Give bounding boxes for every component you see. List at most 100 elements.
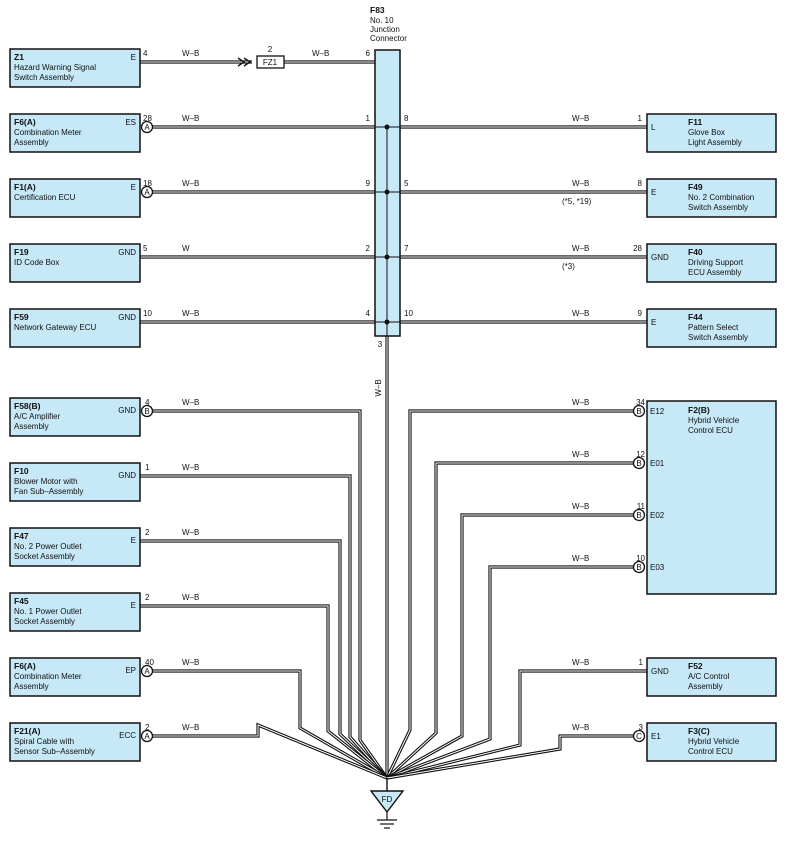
left-top-4-id: F59 [14,312,29,322]
right-top-2-terminal: GND [651,253,669,262]
left-top-2-name-line1: Certification ECU [14,193,76,202]
left-bottom-1 [9,462,141,502]
hybrid-ecu-f2b-term-0-terminal: E12 [650,407,665,416]
left-top-2-terminal: E [131,183,136,192]
left-top-4 [9,308,141,348]
right-bottom-1-name-line1: Hybrid Vehicle [688,737,740,746]
left-bottom-3-name-line1: No. 1 Power Outlet [14,607,82,616]
right-bottom-1-name-line2: Control ECU [688,747,733,756]
left-top-3-junction-pin: 2 [366,244,371,253]
junction-bottom-wire-color: W–B [374,379,383,396]
left-bottom-0-name-line1: A/C Amplifier [14,412,61,421]
left-top-3-pin: 5 [143,244,148,253]
right-top-1-id: F49 [688,182,703,192]
left-bottom-5-connector-icon [140,729,154,743]
hybrid-ecu-f2b-box [646,400,777,595]
right-bottom-0-pin: 1 [639,658,644,667]
right-top-2-splice-dot [384,254,390,260]
right-bottom-1-id: F3(C) [688,726,710,736]
left-bottom-1-terminal: GND [118,471,136,480]
left-bottom-2-name-line1: No. 2 Power Outlet [14,542,82,551]
hybrid-ecu-f2b-term-1-connector-icon [632,456,646,470]
left-top-1-junction-pin: 1 [366,114,371,123]
hybrid-ecu-f2b-term-2-wire [386,513,633,780]
right-top-1-terminal: E [651,188,656,197]
left-top-4-pin: 10 [143,309,152,318]
hybrid-ecu-f2b-term-2-connector-icon [632,508,646,522]
right-bottom-0-terminal: GND [651,667,669,676]
left-bottom-0-connector-icon [140,404,154,418]
left-bottom-4-name-line2: Assembly [14,682,49,691]
left-top-2 [9,178,141,218]
left-top-2-pin: 18 [143,179,152,188]
left-bottom-1-pin: 1 [145,463,150,472]
hybrid-ecu-f2b-term-2-pin: 11 [637,502,646,511]
hybrid-ecu-f2b-term-0-pin: 34 [636,398,645,407]
ground-label: FD [382,795,393,804]
hybrid-ecu-f2b-term-3-connector-letter: B [636,563,641,572]
hybrid-ecu-f2b-term-3-wire-color: W–B [572,554,589,563]
right-top-3-pin: 9 [638,309,643,318]
left-bottom-3-wire-color: W–B [182,593,199,602]
hybrid-ecu-f2b-term-2-connector-letter: B [636,511,641,520]
left-top-2-id: F1(A) [14,182,36,192]
left-bottom-5-connector-letter: A [144,732,150,741]
right-bottom-1-connector-letter: C [636,732,642,741]
left-bottom-3-pin: 2 [145,593,150,602]
left-bottom-1-name-line1: Blower Motor with [14,477,78,486]
junction-id: F83 [370,5,385,15]
right-top-1-wire-color: W–B [572,179,589,188]
right-top-3-junction-pin: 10 [404,309,413,318]
left-bottom-4-wire-core [153,670,388,779]
fuse-box [256,55,285,69]
left-bottom-3-name-line2: Socket Assembly [14,617,75,626]
junction-bottom-pin: 3 [378,340,383,349]
left-top-2-wire-color: W–B [182,179,199,188]
left-top-0-terminal: E [131,53,136,62]
left-bottom-0-wire-color: W–B [182,398,199,407]
right-top-3-name-line2: Switch Assembly [688,333,748,342]
left-top-3-wire-color: W [182,244,190,253]
left-top-1-pin: 28 [143,114,152,123]
left-bottom-2-name-line2: Socket Assembly [14,552,75,561]
left-bottom-4-connector-letter: A [144,667,150,676]
left-bottom-4-wire-color: W–B [182,658,199,667]
right-top-0-terminal: L [651,123,656,132]
hybrid-ecu-f2b-term-0-wire-core [386,410,633,779]
right-top-0-name-line1: Glove Box [688,128,725,137]
left-top-4-wire-color: W–B [182,309,199,318]
right-bottom-1 [646,722,777,762]
left-bottom-5-wire-core [153,724,388,779]
hybrid-ecu-f2b-name-line1: Hybrid Vehicle [688,416,740,425]
left-bottom-2-id: F47 [14,531,29,541]
right-top-2 [646,243,777,283]
hybrid-ecu-f2b-term-1-wire-color: W–B [572,450,589,459]
right-top-2-id: F40 [688,247,703,257]
hybrid-ecu-f2b-term-0-wire-color: W–B [572,398,589,407]
left-top-0-id: Z1 [14,52,24,62]
hybrid-ecu-f2b-term-0-wire [385,409,633,779]
hybrid-ecu-f2b-term-2-terminal: E02 [650,511,665,520]
left-top-1-terminal: ES [125,118,136,127]
right-bottom-1-wire-color: W–B [572,723,589,732]
left-top-0 [9,48,141,88]
left-bottom-4 [9,657,141,697]
right-top-3-name-line1: Pattern Select [688,323,739,332]
left-bottom-4-name-line1: Combination Meter [14,672,82,681]
left-top-4-name-line1: Network Gateway ECU [14,323,96,332]
left-bottom-2-terminal: E [131,536,136,545]
right-top-3-wire-color: W–B [572,309,589,318]
right-top-1-junction-pin: 5 [404,179,409,188]
hybrid-ecu-f2b-term-0-connector-icon [632,404,646,418]
hybrid-ecu-f2b-term-3-terminal: E03 [650,563,665,572]
left-top-3 [9,243,141,283]
left-top-1-name-line2: Assembly [14,138,49,147]
hybrid-ecu-f2b-term-1-connector-letter: B [636,459,641,468]
hybrid-ecu-f2b-term-1-wire-core [386,462,633,779]
wires-layer [140,60,647,780]
right-top-0-splice-dot [384,124,390,130]
junction-name-line3: Connector [370,34,407,43]
left-bottom-1-wire-core [140,475,388,779]
right-bottom-1-pin: 3 [639,723,644,732]
